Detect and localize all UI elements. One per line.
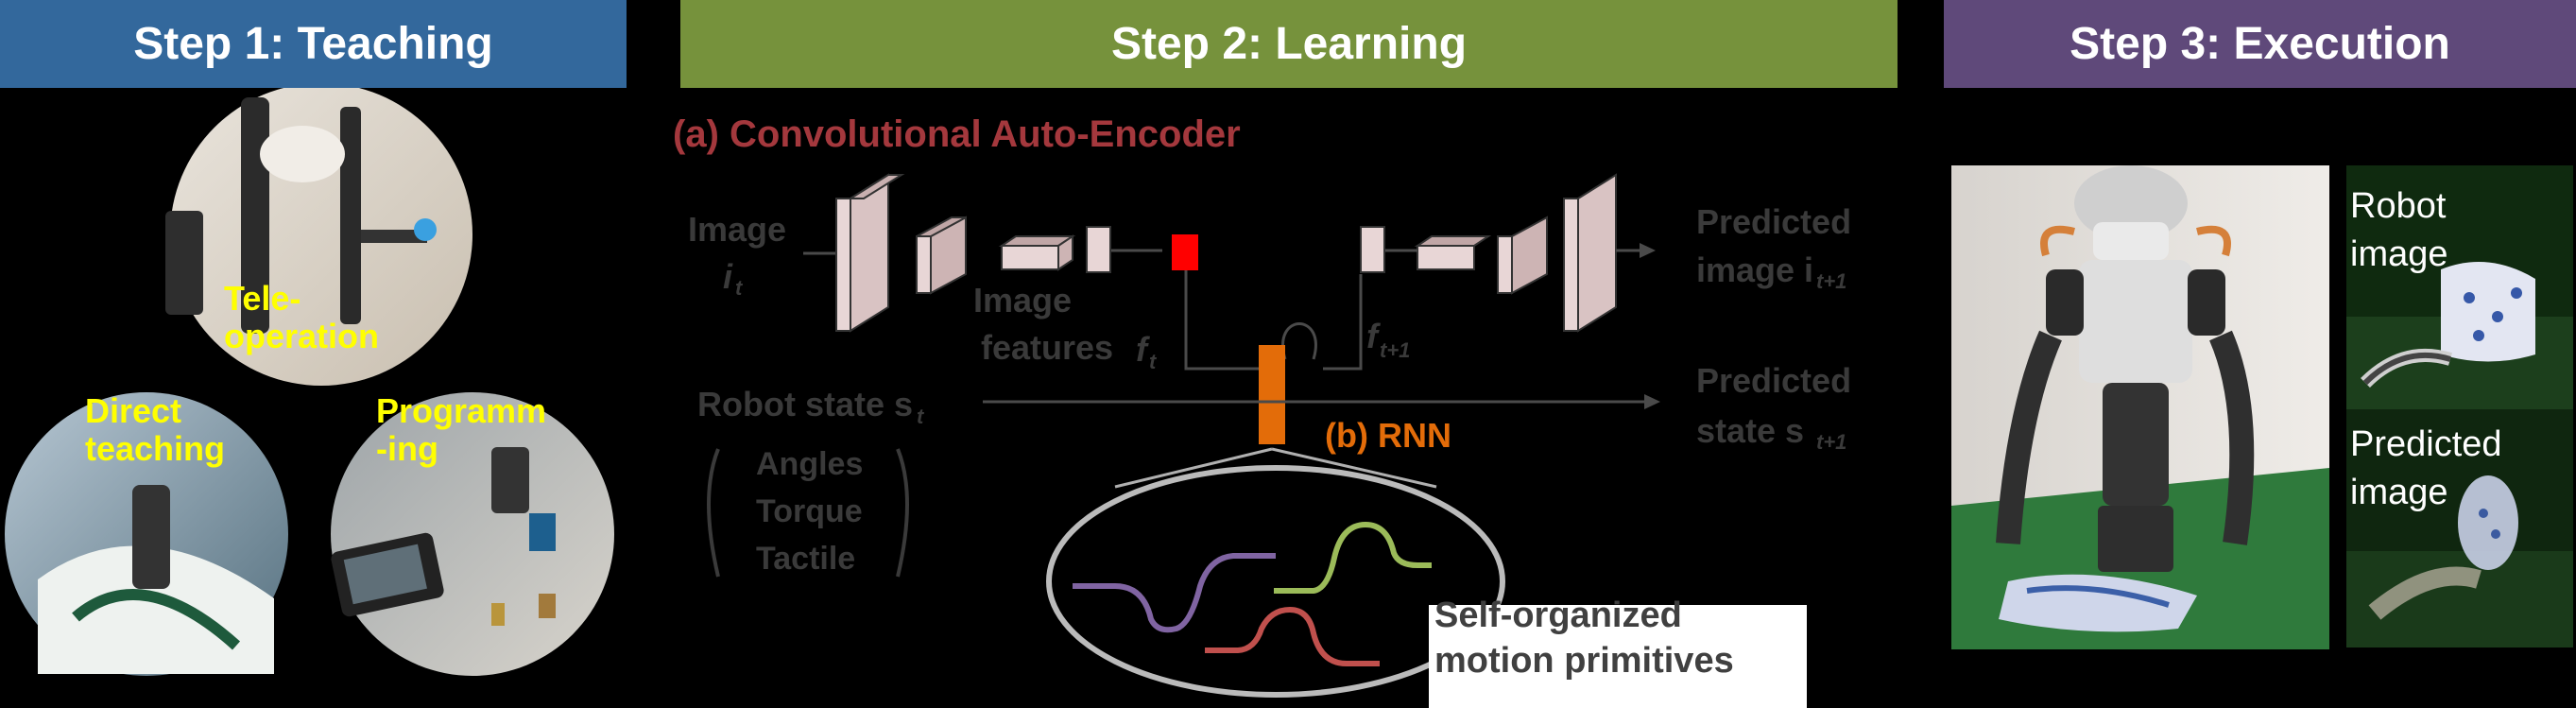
svg-text:features: features (981, 328, 1113, 367)
motion-primitives (1046, 447, 1505, 698)
robot-state-label: Robot state s t (697, 385, 925, 428)
decoder (1360, 173, 1617, 333)
svg-text:t+1: t+1 (1816, 269, 1846, 293)
robot-execution-photo (1951, 165, 2329, 649)
image-features-label: Image features f t f t+1 (973, 281, 1410, 373)
step2-header: Step 2: Learning (680, 0, 1898, 88)
modalities: Angles Torque Tactile (707, 446, 909, 578)
predicted-image-thumbnail (2346, 409, 2573, 648)
predicted-state-label: Predicted state s t+1 (1696, 361, 1851, 454)
direct-teaching-label: Direct teaching (85, 391, 226, 468)
teaching-photos (5, 88, 614, 676)
svg-text:f: f (1366, 317, 1381, 355)
svg-text:Torque: Torque (756, 493, 863, 529)
svg-text:state s: state s (1696, 411, 1804, 450)
svg-text:t: t (735, 276, 744, 300)
svg-text:f: f (1136, 330, 1150, 369)
svg-text:Predicted: Predicted (1696, 202, 1851, 241)
svg-text:Angles: Angles (756, 446, 863, 482)
primitives-label-1: Self-organized (1434, 596, 1682, 635)
step3-header: Step 3: Execution (1944, 0, 2576, 88)
svg-text:Image: Image (688, 210, 786, 249)
programming-label: Programm -ing (376, 391, 547, 468)
predicted-image-label: Predicted image i t+1 (1696, 202, 1851, 293)
direct-teaching-photo (5, 392, 288, 676)
step1-header: Step 1: Teaching (0, 0, 627, 88)
svg-text:t: t (917, 405, 925, 428)
svg-text:t+1: t+1 (1380, 338, 1410, 362)
svg-text:Predicted: Predicted (1696, 361, 1851, 400)
learning-diagram: (a) Convolutional Auto-Encoder Image i t (673, 113, 1851, 698)
programming-photo (331, 392, 614, 676)
predicted-image-label-step3: Predicted image (2350, 424, 2502, 512)
rnn-unit (1259, 345, 1285, 444)
svg-text:i: i (723, 257, 733, 296)
svg-text:Robot state s: Robot state s (697, 385, 913, 423)
svg-text:t+1: t+1 (1816, 430, 1846, 454)
teleoperation-photo (165, 88, 472, 386)
rnn-label: (b) RNN (1325, 416, 1451, 455)
svg-text:Tactile: Tactile (756, 541, 855, 577)
robot-image-thumbnail (2346, 165, 2573, 409)
robot-image-label: Robot image (2350, 186, 2448, 274)
primitives-label-2: motion primitives (1434, 641, 1734, 681)
cae-title: (a) Convolutional Auto-Encoder (673, 113, 1241, 155)
svg-text:Image: Image (973, 281, 1072, 319)
latent-feature (1172, 234, 1198, 270)
svg-text:t: t (1149, 350, 1158, 373)
teleoperation-label: Tele- operation (224, 279, 380, 355)
encoder (835, 173, 1111, 333)
primitives-label-box (1429, 605, 1807, 708)
image-input-label: Image i t (688, 210, 786, 300)
svg-text:image i: image i (1696, 250, 1813, 289)
